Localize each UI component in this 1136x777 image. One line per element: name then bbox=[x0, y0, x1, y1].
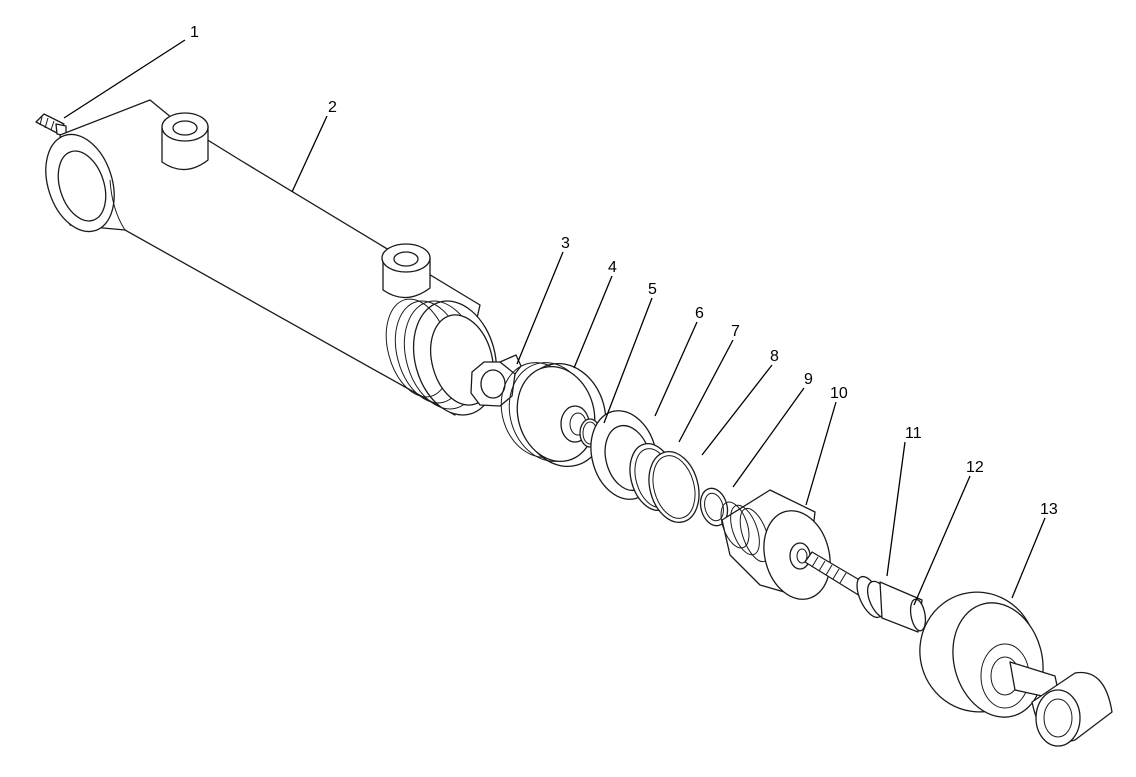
leader-13 bbox=[1011, 517, 1046, 599]
callout-6: 6 bbox=[695, 305, 704, 322]
callout-labels: 1 2 3 4 5 6 7 8 9 10 11 12 13 bbox=[190, 24, 1058, 518]
callout-9: 9 bbox=[804, 371, 813, 388]
part-2-cylinder-barrel bbox=[45, 99, 498, 416]
leader-6 bbox=[654, 321, 698, 417]
part-13-rod-eye bbox=[919, 591, 1113, 747]
callout-12: 12 bbox=[966, 459, 984, 476]
callout-13: 13 bbox=[1040, 501, 1058, 518]
leader-1 bbox=[63, 39, 186, 119]
leader-4 bbox=[573, 275, 613, 369]
leader-9 bbox=[732, 387, 805, 488]
part-8-seal-ring bbox=[648, 451, 700, 523]
callout-4: 4 bbox=[608, 259, 617, 276]
part-10-rod-gland bbox=[720, 489, 831, 600]
callout-leaders bbox=[63, 39, 1046, 606]
part-1-grease-fitting bbox=[35, 113, 67, 137]
leader-10 bbox=[805, 401, 837, 506]
leader-8 bbox=[701, 364, 773, 456]
callout-11: 11 bbox=[905, 425, 922, 442]
leader-12 bbox=[913, 475, 971, 606]
leader-2 bbox=[291, 115, 328, 193]
leader-7 bbox=[678, 339, 734, 443]
callout-3: 3 bbox=[561, 235, 570, 252]
callout-5: 5 bbox=[648, 281, 657, 298]
part-11-piston-rod bbox=[804, 551, 927, 633]
callout-1: 1 bbox=[190, 24, 199, 41]
leader-5 bbox=[603, 297, 653, 424]
callout-10: 10 bbox=[830, 385, 848, 402]
callout-8: 8 bbox=[770, 348, 779, 365]
callout-7: 7 bbox=[731, 323, 740, 340]
leader-11 bbox=[886, 441, 906, 577]
callout-2: 2 bbox=[328, 99, 337, 116]
leader-3 bbox=[516, 251, 564, 365]
